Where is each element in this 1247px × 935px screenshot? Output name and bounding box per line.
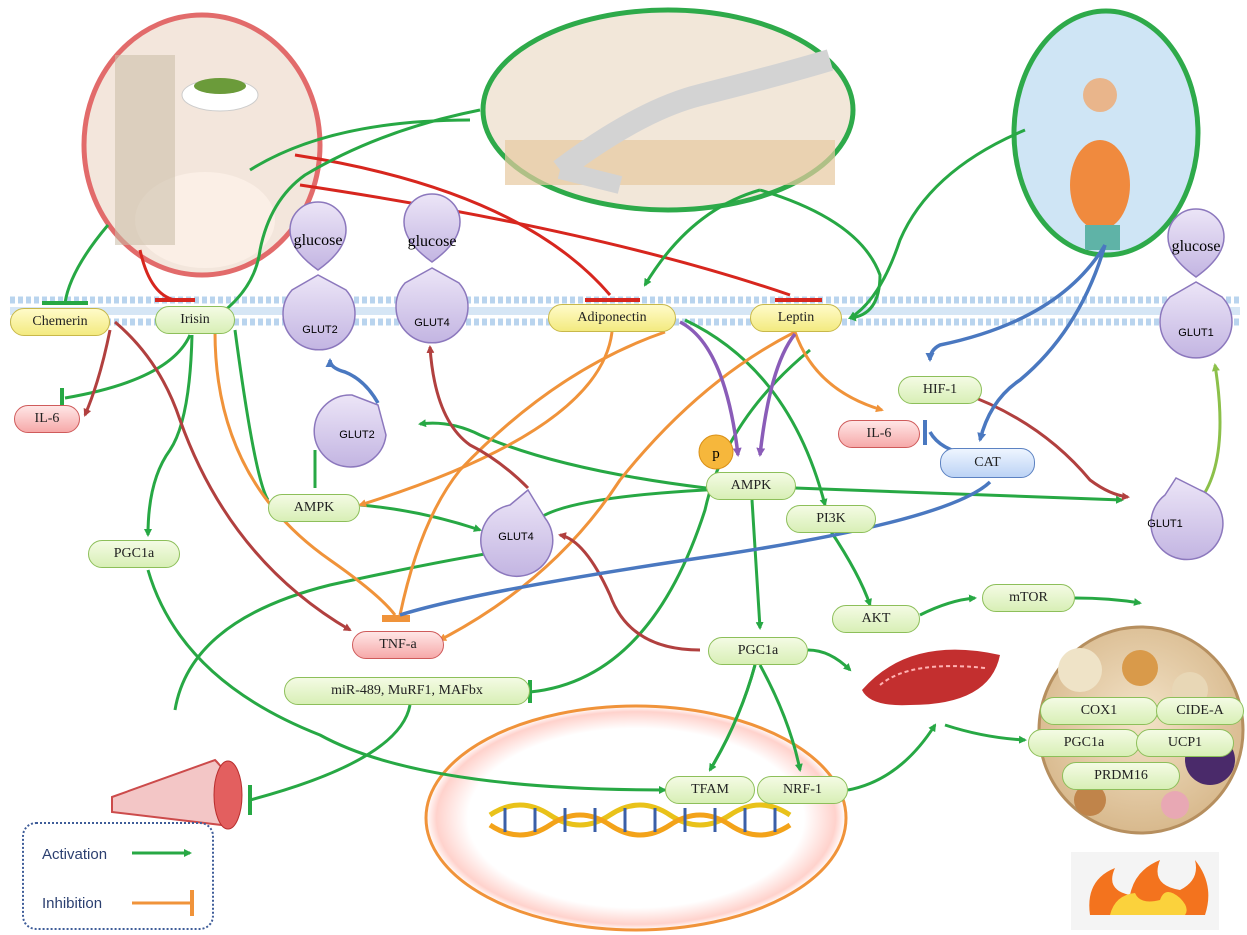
- muscle-fiber: [111, 758, 243, 830]
- ampk-left-node: AMPK: [268, 494, 360, 522]
- glut2-membrane: GLUT2: [282, 274, 356, 351]
- svg-text:p: p: [712, 446, 720, 462]
- irisin-node: Irisin: [155, 306, 235, 334]
- blue-links: [325, 244, 1107, 622]
- thermogenesis-fire: [1071, 852, 1219, 930]
- glucose-drop-2: glucose: [403, 193, 461, 263]
- cox1-node: COX1: [1040, 697, 1158, 725]
- mtor-node: mTOR: [982, 584, 1075, 612]
- ampk-center-node: AMPK: [706, 472, 796, 500]
- glut4-inner: GLUT4: [480, 488, 554, 578]
- legend-icons: [132, 849, 194, 916]
- cat-node: CAT: [940, 448, 1035, 478]
- prdm16-node: PRDM16: [1062, 762, 1180, 790]
- pgc1a-center-node: PGC1a: [708, 637, 808, 665]
- glut1-membrane: GLUT1: [1159, 281, 1233, 359]
- glucose-label-2: glucose: [408, 233, 457, 250]
- glut4-membrane: GLUT4: [395, 267, 469, 344]
- cidea-node: CIDE-A: [1156, 697, 1244, 725]
- pregnant-yoga-image: [480, 7, 856, 213]
- svg-text:GLUT4: GLUT4: [414, 317, 449, 329]
- svg-text:GLUT2: GLUT2: [339, 429, 374, 441]
- nrf1-node: NRF-1: [757, 776, 848, 804]
- mitochondrion: [862, 649, 1000, 706]
- phospho-marker: p: [698, 434, 734, 470]
- leptin-node: Leptin: [750, 304, 842, 332]
- pregnancy-inhibition-links: [138, 153, 822, 302]
- glut2-inner: GLUT2: [313, 394, 387, 468]
- svg-text:GLUT2: GLUT2: [302, 324, 337, 336]
- nucleus-dna: [424, 704, 848, 932]
- ucp1-node: UCP1: [1136, 729, 1234, 757]
- legend-inhibition-label: Inhibition: [42, 895, 103, 912]
- glucose-label-3: glucose: [1172, 238, 1221, 255]
- mirna-murf1-mafbx-node: miR-489, MuRF1, MAFbx: [284, 677, 530, 705]
- glut1-inner: GLUT1: [1147, 477, 1224, 561]
- legend-activation-label: Activation: [42, 846, 108, 863]
- dark-red-links: [83, 320, 1130, 652]
- pregnant-eating-image: [81, 12, 323, 278]
- hif1-node: HIF-1: [898, 376, 982, 404]
- activation-links: [42, 108, 1142, 815]
- tnfa-node: TNF-a: [352, 631, 444, 659]
- inhibition-links: [213, 330, 884, 642]
- adiponectin-node: Adiponectin: [548, 304, 676, 332]
- glucose-label-1: glucose: [294, 232, 343, 249]
- pgc1a-adipocyte-node: PGC1a: [1028, 729, 1140, 757]
- chemerin-node: Chemerin: [10, 308, 110, 336]
- svg-text:GLUT4: GLUT4: [498, 531, 533, 543]
- pgc1a-left-node: PGC1a: [88, 540, 180, 568]
- glucose-drop-3: glucose: [1167, 208, 1225, 278]
- svg-text:GLUT1: GLUT1: [1178, 327, 1213, 339]
- il6-left-node: IL-6: [14, 405, 80, 433]
- pregnant-exercise-image: [1011, 8, 1201, 258]
- akt-node: AKT: [832, 605, 920, 633]
- glut1-translocation-link: [1198, 363, 1222, 501]
- ampk-links: [679, 320, 797, 457]
- svg-text:GLUT1: GLUT1: [1147, 518, 1182, 530]
- glucose-drop-1: glucose: [289, 201, 347, 271]
- legend: Activation Inhibition: [22, 822, 214, 930]
- pi3k-node: PI3K: [786, 505, 876, 533]
- il6-right-node: IL-6: [838, 420, 920, 448]
- tfam-node: TFAM: [665, 776, 755, 804]
